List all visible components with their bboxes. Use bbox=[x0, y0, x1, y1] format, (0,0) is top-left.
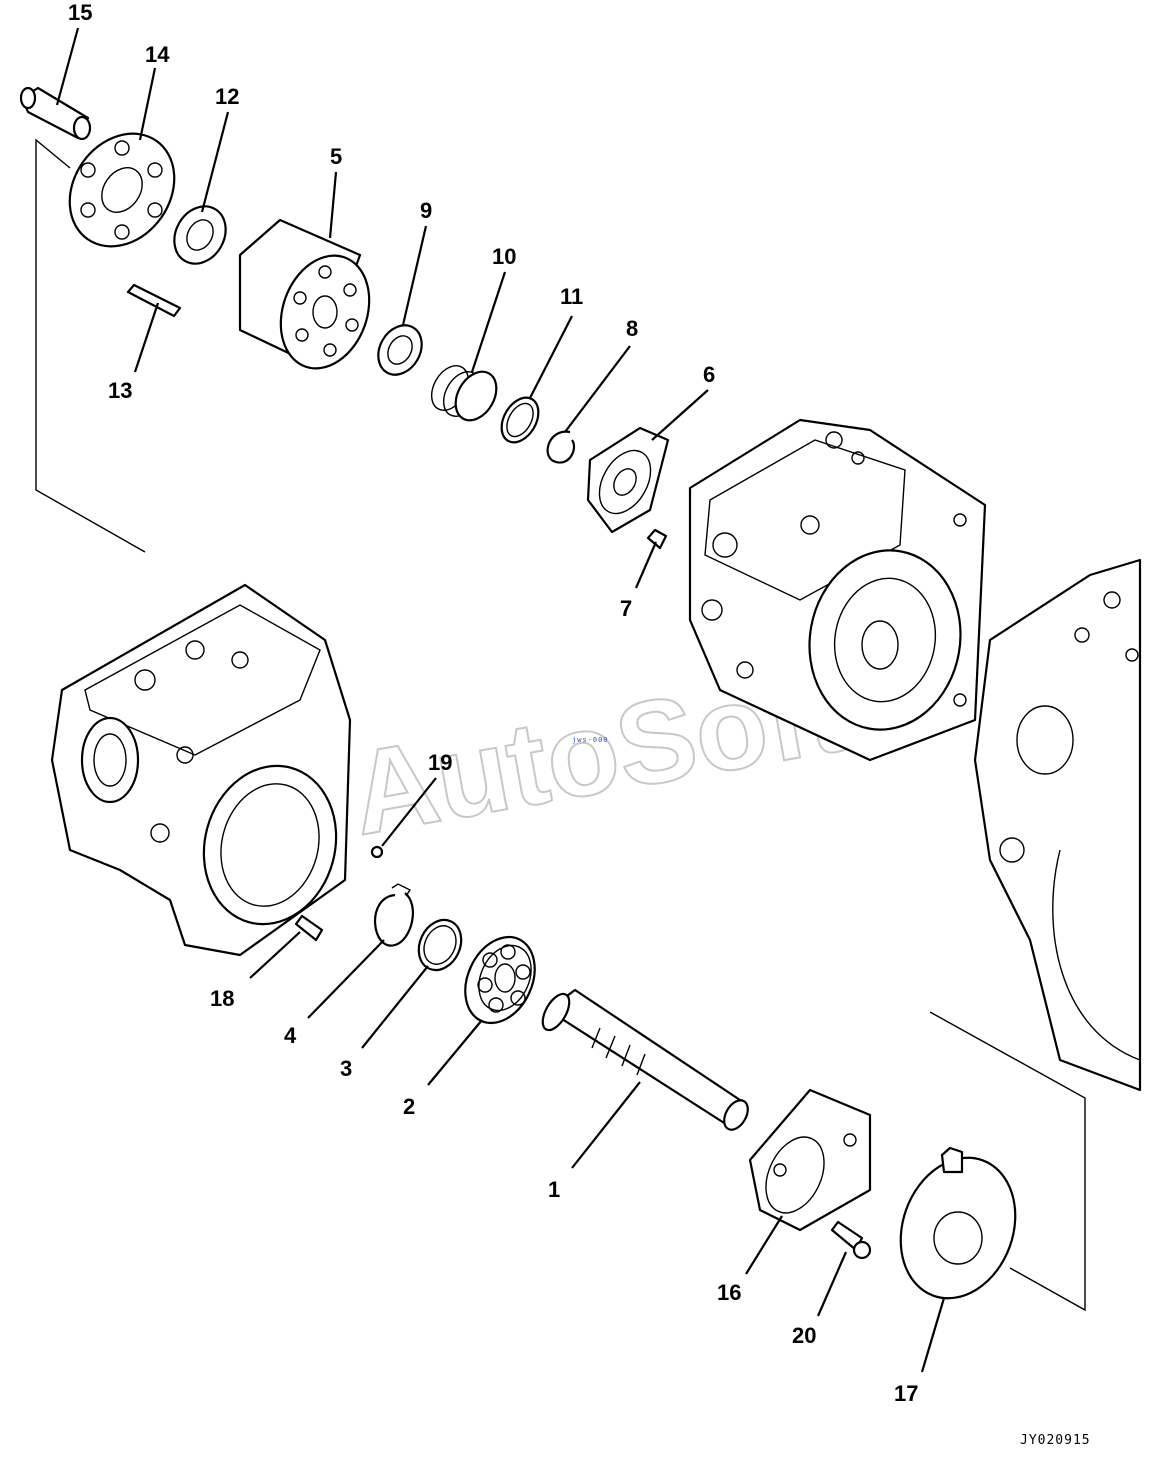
leader-lines bbox=[55, 27, 946, 1373]
callout-19: 19 bbox=[428, 750, 452, 775]
leader-4 bbox=[307, 939, 385, 1019]
bolt-part-20 bbox=[830, 1220, 872, 1260]
pump-housing-partial bbox=[973, 558, 1142, 1092]
callout-13: 13 bbox=[108, 378, 132, 403]
callout-2: 2 bbox=[403, 1094, 415, 1119]
leader-12 bbox=[200, 111, 230, 213]
assembly-bracket-right bbox=[929, 1011, 1086, 1312]
leader-10 bbox=[470, 271, 507, 373]
callout-11: 11 bbox=[560, 284, 583, 309]
piston-part-15 bbox=[19, 86, 92, 141]
pin-part-13 bbox=[126, 283, 182, 318]
leader-1 bbox=[571, 1081, 641, 1169]
callout-5: 5 bbox=[330, 144, 342, 169]
leader-13 bbox=[133, 302, 160, 373]
callout-10: 10 bbox=[492, 244, 516, 269]
circlip-part-4 bbox=[373, 883, 414, 947]
ring-part-9 bbox=[377, 324, 423, 376]
callout-1: 1 bbox=[548, 1177, 560, 1202]
callout-labels: 15 14 12 5 9 10 11 8 6 13 7 19 18 4 3 2 … bbox=[68, 0, 918, 1406]
pin-part-19 bbox=[370, 845, 384, 859]
callout-20: 20 bbox=[792, 1323, 816, 1348]
callout-8: 8 bbox=[626, 316, 638, 341]
callout-15: 15 bbox=[68, 0, 92, 25]
callout-3: 3 bbox=[340, 1056, 352, 1081]
leader-14 bbox=[138, 67, 157, 141]
leader-18 bbox=[249, 931, 301, 979]
leader-16 bbox=[745, 1215, 783, 1275]
leader-7 bbox=[634, 541, 658, 589]
spring-part-10 bbox=[430, 365, 498, 422]
callout-7: 7 bbox=[620, 596, 632, 621]
cylinder-block-part-5 bbox=[238, 218, 371, 370]
leader-17 bbox=[920, 1297, 946, 1373]
callout-9: 9 bbox=[420, 198, 432, 223]
leader-11 bbox=[529, 315, 573, 399]
pump-housing-left bbox=[50, 583, 352, 957]
callout-14: 14 bbox=[145, 42, 170, 67]
shaft-part-1 bbox=[541, 988, 749, 1131]
leader-9 bbox=[401, 225, 428, 326]
leader-20 bbox=[816, 1251, 848, 1317]
cover-part-17 bbox=[899, 1146, 1017, 1300]
leader-15 bbox=[55, 27, 80, 106]
callout-12: 12 bbox=[215, 84, 239, 109]
swash-plate-part-16 bbox=[748, 1088, 872, 1232]
pump-housing-right bbox=[688, 418, 987, 762]
roller-bearing-part-2 bbox=[464, 935, 536, 1025]
ring-part-3 bbox=[417, 918, 463, 972]
leader-2 bbox=[427, 1019, 483, 1086]
callout-6: 6 bbox=[703, 362, 715, 387]
spherical-bushing-part-12 bbox=[173, 205, 227, 265]
leader-19 bbox=[381, 777, 437, 847]
dowel-part-7 bbox=[646, 528, 668, 550]
retainer-plate-part-14 bbox=[68, 132, 176, 248]
assembly-bracket-left bbox=[35, 138, 146, 553]
callout-17: 17 bbox=[894, 1381, 918, 1406]
leader-5 bbox=[328, 171, 338, 239]
callout-4: 4 bbox=[284, 1023, 297, 1048]
pin-part-18 bbox=[294, 914, 324, 942]
leader-6 bbox=[651, 389, 709, 441]
valve-plate-part-6 bbox=[586, 426, 670, 534]
snap-ring-part-11 bbox=[500, 396, 540, 444]
drawing-code: JY020915 bbox=[1020, 1433, 1091, 1448]
callout-18: 18 bbox=[210, 986, 234, 1011]
circlip-part-8 bbox=[546, 430, 576, 464]
stamp-text: jws-000 bbox=[572, 736, 609, 744]
leader-8 bbox=[564, 345, 631, 433]
leader-3 bbox=[361, 965, 429, 1049]
callout-16: 16 bbox=[717, 1280, 741, 1305]
